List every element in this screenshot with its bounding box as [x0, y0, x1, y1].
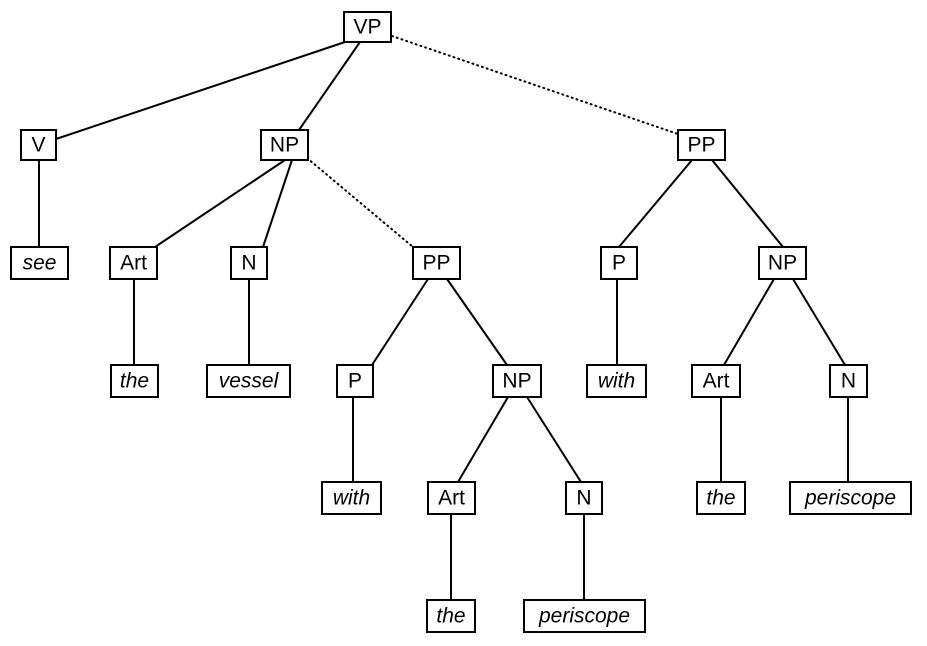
- tree-edge-pp_low-np_low: [446, 278, 508, 366]
- tree-node-p_low: P: [336, 364, 374, 398]
- node-box-periscope_high: [789, 481, 912, 515]
- node-label-see: see: [23, 252, 57, 275]
- node-label-np_low: NP: [502, 370, 531, 393]
- tree-edge-np_low-art_low: [457, 396, 509, 483]
- node-label-with_high: with: [598, 370, 635, 393]
- node-label-n_low: N: [576, 487, 591, 510]
- tree-node-the_high: the: [696, 481, 746, 515]
- tree-node-np_high: NP: [758, 246, 807, 280]
- node-box-p_high: [600, 246, 638, 280]
- tree-node-n1: N: [230, 246, 268, 280]
- node-label-with_low: with: [333, 487, 370, 510]
- node-label-np1: NP: [270, 134, 299, 157]
- tree-edge-vp-pp_high: [391, 35, 679, 135]
- node-box-art_low: [427, 481, 476, 515]
- node-box-vp: [343, 11, 392, 43]
- node-label-art_high: Art: [703, 370, 730, 393]
- node-label-the1: the: [120, 370, 149, 393]
- node-box-periscope_low: [523, 599, 646, 633]
- tree-node-v: V: [20, 129, 57, 161]
- tree-edge-vp-v: [55, 41, 346, 140]
- tree-edge-np1-art1: [154, 159, 286, 248]
- node-box-with_low: [321, 481, 382, 515]
- tree-node-pp_low: PP: [412, 246, 461, 280]
- tree-edge-pp_low-p_low: [371, 278, 429, 366]
- node-label-the_low: the: [436, 605, 465, 628]
- node-box-pp_high: [677, 129, 726, 161]
- tree-node-pp_high: PP: [677, 129, 726, 161]
- tree-node-p_high: P: [600, 246, 638, 280]
- node-box-the_low: [426, 599, 476, 633]
- node-box-np1: [260, 129, 309, 161]
- node-box-the_high: [696, 481, 746, 515]
- node-label-art_low: Art: [438, 487, 465, 510]
- tree-edge-pp_high-p_high: [618, 159, 693, 248]
- node-label-the_high: the: [706, 487, 735, 510]
- node-box-pp_low: [412, 246, 461, 280]
- node-box-n_high: [829, 364, 868, 398]
- node-label-vp: VP: [353, 16, 381, 39]
- tree-edge-pp_high-np_high: [711, 159, 784, 248]
- tree-edge-np1-pp_low: [306, 157, 414, 248]
- tree-edge-vp-np1: [298, 41, 361, 131]
- node-box-see: [10, 246, 69, 280]
- node-box-the1: [110, 364, 159, 398]
- tree-edge-np_high-art_high: [723, 278, 775, 366]
- node-box-art1: [109, 246, 158, 280]
- node-label-p_high: P: [612, 252, 626, 275]
- node-label-n1: N: [241, 252, 256, 275]
- node-label-art1: Art: [120, 252, 147, 275]
- node-label-v: V: [31, 134, 45, 157]
- node-label-n_high: N: [841, 370, 856, 393]
- node-box-n1: [230, 246, 268, 280]
- tree-edge-np_high-n_high: [792, 278, 846, 366]
- node-label-pp_high: PP: [687, 134, 715, 157]
- node-label-periscope_high: periscope: [804, 487, 896, 510]
- node-box-with_high: [586, 364, 647, 398]
- node-box-np_high: [758, 246, 807, 280]
- node-label-periscope_low: periscope: [538, 605, 630, 628]
- tree-node-art_high: Art: [691, 364, 741, 398]
- node-label-np_high: NP: [768, 252, 797, 275]
- tree-node-the_low: the: [426, 599, 476, 633]
- tree-node-periscope_high: periscope: [789, 481, 912, 515]
- tree-node-np_low: NP: [492, 364, 542, 398]
- node-label-vessel: vessel: [219, 370, 280, 393]
- tree-node-periscope_low: periscope: [523, 599, 646, 633]
- tree-node-art1: Art: [109, 246, 158, 280]
- tree-node-the1: the: [110, 364, 159, 398]
- tree-node-with_high: with: [586, 364, 647, 398]
- tree-node-vessel: vessel: [206, 364, 291, 398]
- tree-node-n_low: N: [565, 481, 603, 515]
- node-box-p_low: [336, 364, 374, 398]
- node-box-n_low: [565, 481, 603, 515]
- tree-node-see: see: [10, 246, 69, 280]
- node-label-pp_low: PP: [422, 252, 450, 275]
- tree-edge-np1-n1: [262, 159, 293, 248]
- tree-node-np1: NP: [260, 129, 309, 161]
- node-box-v: [20, 129, 57, 161]
- node-box-art_high: [691, 364, 741, 398]
- tree-node-n_high: N: [829, 364, 868, 398]
- edge-layer: [38, 35, 849, 600]
- node-box-np_low: [492, 364, 542, 398]
- tree-node-with_low: with: [321, 481, 382, 515]
- tree-node-vp: VP: [343, 11, 392, 43]
- tree-edge-np_low-n_low: [526, 396, 582, 483]
- node-label-p_low: P: [348, 370, 362, 393]
- tree-node-art_low: Art: [427, 481, 476, 515]
- node-box-vessel: [206, 364, 291, 398]
